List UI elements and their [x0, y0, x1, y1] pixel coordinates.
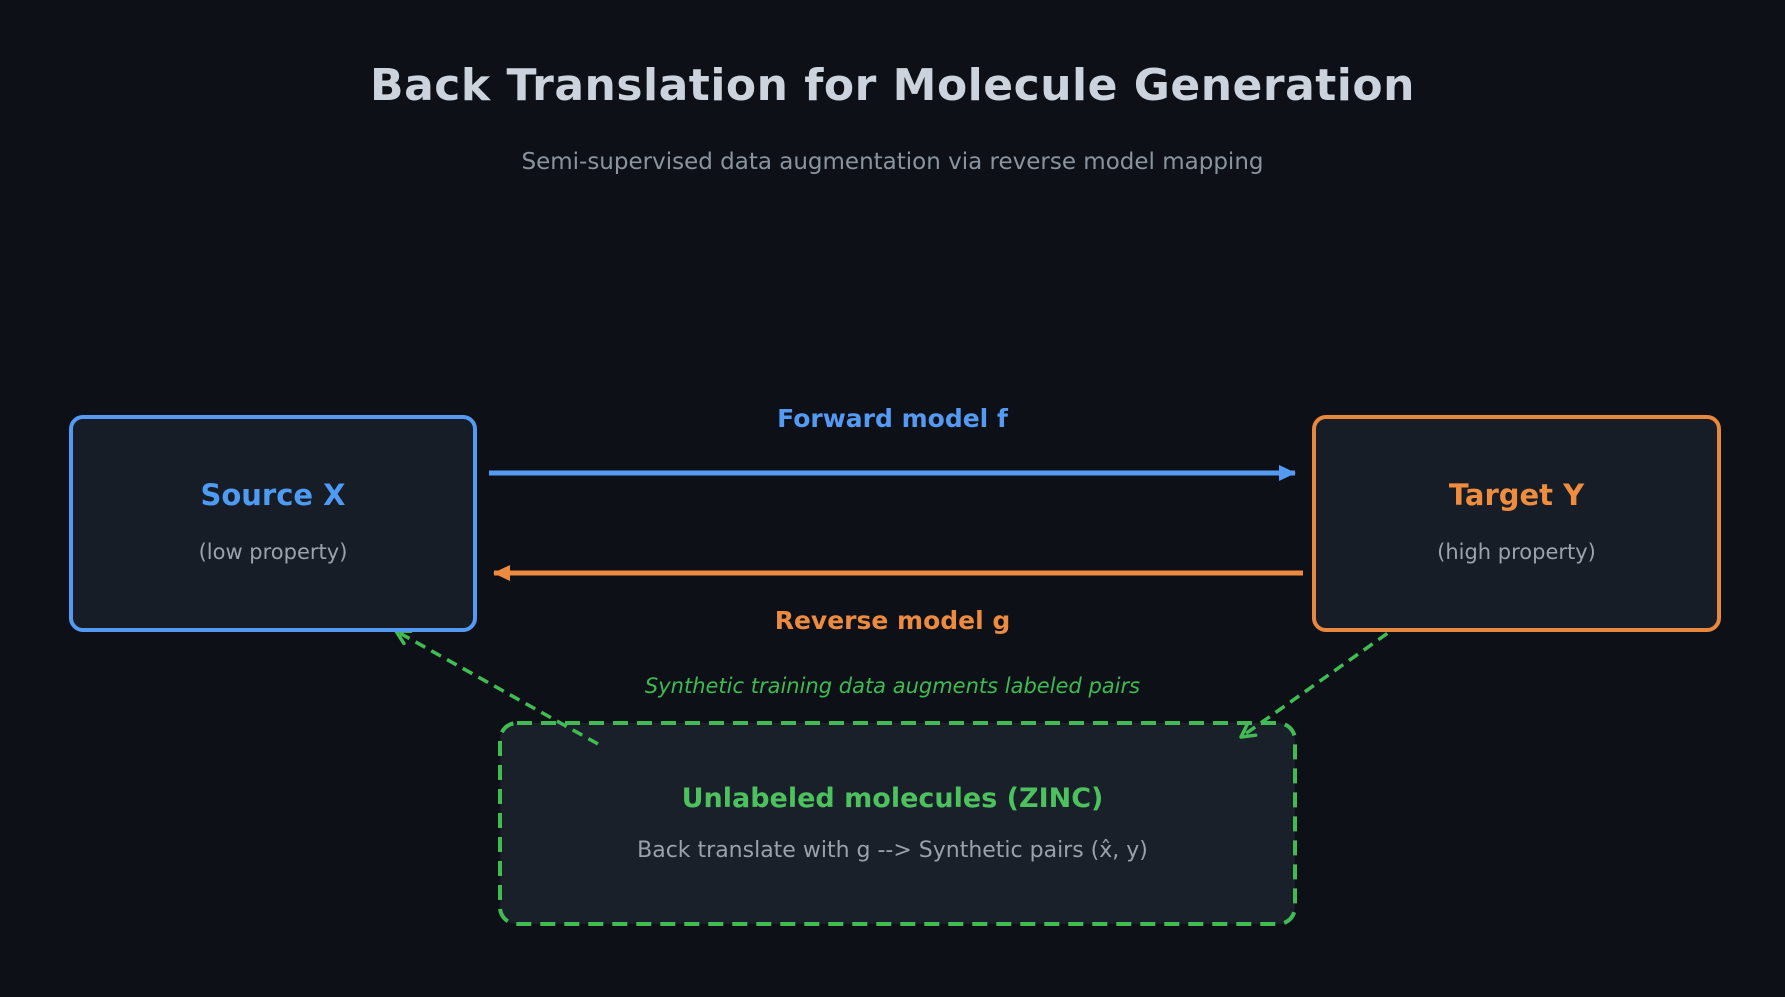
target-node-subtitle: (high property)	[1437, 540, 1596, 564]
forward-arrow-label: Forward model f	[777, 404, 1008, 433]
source-node-title: Source X	[200, 478, 346, 512]
synthetic-data-annotation: Synthetic training data augments labeled…	[644, 674, 1141, 698]
target-node-title: Target Y	[1448, 478, 1585, 512]
target-node: Target Y (high property)	[1312, 415, 1721, 632]
page-title: Back Translation for Molecule Generation	[370, 60, 1415, 111]
source-node-subtitle: (low property)	[198, 540, 348, 564]
unlabeled-node-subtitle: Back translate with g --> Synthetic pair…	[637, 838, 1148, 863]
source-node: Source X (low property)	[69, 415, 477, 632]
page-subtitle: Semi-supervised data augmentation via re…	[521, 149, 1264, 175]
unlabeled-node-title: Unlabeled molecules (ZINC)	[681, 783, 1104, 814]
unlabeled-box-outline	[498, 721, 1297, 926]
reverse-arrow-label: Reverse model g	[774, 606, 1011, 635]
